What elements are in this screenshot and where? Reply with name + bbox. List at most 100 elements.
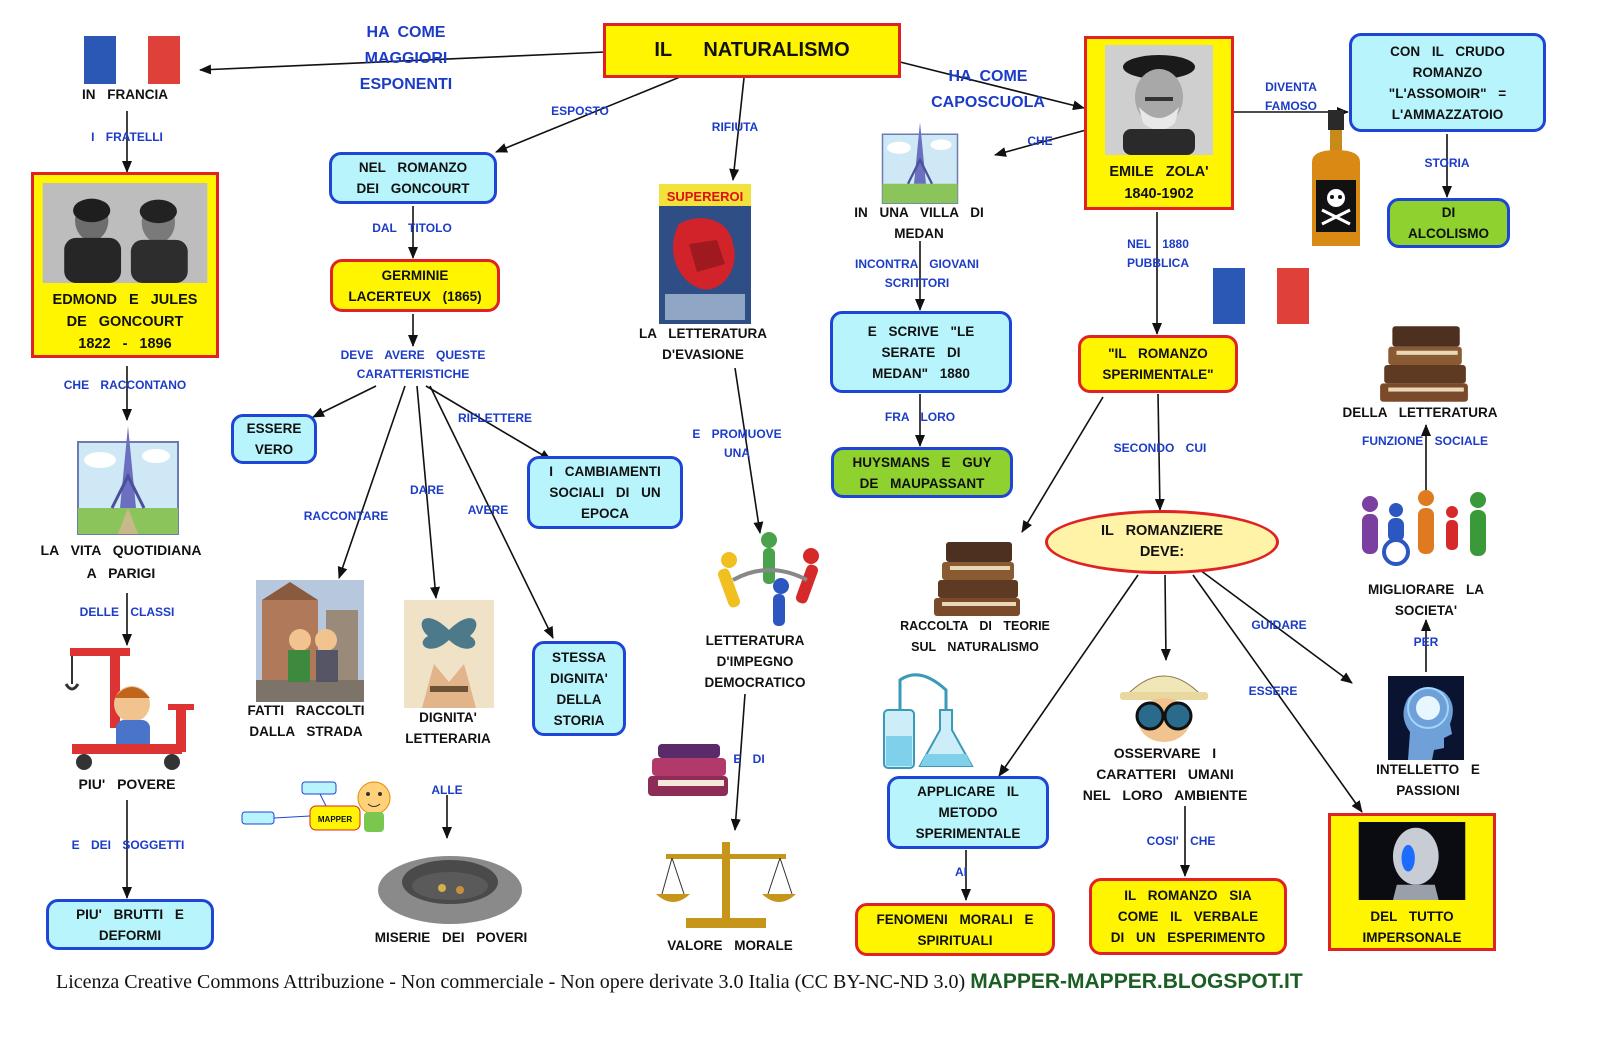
- eiffel-tower-picture-left: [77, 426, 179, 535]
- link-label-deve-avere: DEVE AVERE QUESTE CARATTERISTICHE: [340, 348, 486, 381]
- link-label-dal-titolo: DAL TITOLO: [372, 221, 452, 235]
- flag-france-right: [1213, 268, 1309, 324]
- link-label-riflettere: RIFLETTERE: [458, 411, 532, 425]
- node-goncourt[interactable]: EDMOND E JULES DE GONCOURT 1822 - 1896: [31, 172, 219, 358]
- link-label-ai: AI: [955, 865, 967, 879]
- society-people-picture: [1362, 490, 1486, 566]
- node-miserie: MISERIE DEI POVERI: [374, 930, 528, 945]
- link-label-e-promuove: E PROMUOVE UNA: [692, 427, 782, 460]
- node-villa-medan: IN UNA VILLA DI MEDAN: [854, 205, 984, 241]
- link-label-funzione-sociale: FUNZIONE SOCIALE: [1361, 434, 1488, 448]
- link-label-esponenti: HA COME MAGGIORI ESPONENTI: [359, 24, 453, 93]
- node-romanzo-verbale[interactable]: IL ROMANZO SIA COME IL VERBALE DI UN ESP…: [1089, 878, 1287, 955]
- node-romanzo-sperimentale[interactable]: "IL ROMANZO SPERIMENTALE": [1078, 335, 1238, 393]
- link-label-raccontare: RACCONTARE: [303, 509, 389, 523]
- romanzo-goncourt-text: NEL ROMANZO DEI GONCOURT: [356, 160, 470, 196]
- fenomeni-text: FENOMENI MORALI E SPIRITUALI: [876, 911, 1034, 948]
- butterfly-hands-picture: [404, 600, 494, 708]
- footer-license: Licenza Creative Commons Attribuzione - …: [56, 971, 966, 993]
- mapper-logo-picture: MAPPER: [241, 781, 391, 832]
- impersonale-text: DEL TUTTO IMPERSONALE: [1362, 909, 1462, 945]
- node-romanzo-goncourt[interactable]: NEL ROMANZO DEI GONCOURT: [329, 152, 497, 204]
- node-stessa-dignita[interactable]: STESSA DIGNITA' DELLA STORIA: [532, 641, 626, 736]
- node-cambiamenti[interactable]: I CAMBIAMENTI SOCIALI DI UN EPOCA: [527, 456, 683, 529]
- comic-title-text: SUPEREROI: [667, 189, 744, 204]
- node-huysmans[interactable]: HUYSMANS E GUY DE MAUPASSANT: [831, 447, 1013, 498]
- people-circle-picture: [717, 532, 819, 626]
- link-label-che-villa: CHE: [1027, 134, 1053, 148]
- node-serate-medan[interactable]: E SCRIVE "LE SERATE DI MEDAN" 1880: [830, 311, 1012, 393]
- link-label-storia: STORIA: [1424, 156, 1470, 170]
- node-vita-parigi: LA VITA QUOTIDIANA A PARIGI: [40, 542, 202, 581]
- link-label-essere: ESSERE: [1248, 684, 1298, 698]
- old-books-picture-left: [934, 542, 1020, 616]
- romanzo-verbale-text: IL ROMANZO SIA COME IL VERBALE DI UN ESP…: [1110, 888, 1266, 945]
- goncourt-portrait-image: [42, 183, 208, 283]
- brutti-deformi-text: PIU' BRUTTI E DEFORMI: [76, 906, 184, 943]
- node-assomoir[interactable]: CON IL CRUDO ROMANZO "L'ASSOMOIR" = L'AM…: [1349, 33, 1546, 132]
- link-label-diventa-famoso: DIVENTA FAMOSO: [1264, 80, 1317, 113]
- flag-france-left: [84, 36, 180, 84]
- link-label-cosi-che: COSI' CHE: [1146, 834, 1216, 848]
- romanzo-sperimentale-text: "IL ROMANZO SPERIMENTALE": [1102, 346, 1214, 382]
- footer: Licenza Creative Commons Attribuzione - …: [56, 970, 1303, 994]
- stessa-dignita-text: STESSA DIGNITA' DELLA STORIA: [550, 649, 608, 728]
- cambiamenti-text: I CAMBIAMENTI SOCIALI DI UN EPOCA: [549, 464, 661, 521]
- robot-head-image: [1358, 822, 1466, 900]
- eiffel-tower-picture-medan: [881, 122, 959, 204]
- brain-head-picture: [1388, 676, 1464, 760]
- node-raccolta-teorie: RACCOLTA DI TEORIE SUL NATURALISMO: [900, 619, 1050, 654]
- link-label-delle-classi: DELLE CLASSI: [79, 605, 175, 619]
- link-label-guidare: GUIDARE: [1251, 618, 1307, 632]
- node-germinie[interactable]: GERMINIE LACERTEUX (1865): [330, 259, 500, 312]
- alcolismo-text: DI ALCOLISMO: [1408, 205, 1489, 241]
- link-label-per: PER: [1413, 635, 1439, 649]
- goncourt-text: EDMOND E JULES DE GONCOURT 1822 - 1896: [52, 292, 198, 352]
- node-brutti-deformi[interactable]: PIU' BRUTTI E DEFORMI: [46, 899, 214, 950]
- lab-glassware-picture: [883, 673, 974, 769]
- title-text: IL NATURALISMO: [654, 39, 850, 61]
- node-valore-morale: VALORE MORALE: [667, 938, 793, 953]
- node-impersonale[interactable]: DEL TUTTO IMPERSONALE: [1328, 813, 1496, 951]
- link-label-dare: DARE: [409, 483, 444, 497]
- explorer-binoculars-picture: [1120, 675, 1208, 742]
- node-intelletto: INTELLETTO E PASSIONI: [1376, 762, 1480, 798]
- node-della-letteratura: DELLA LETTERATURA: [1342, 405, 1498, 420]
- link-label-caposcuola: HA COME CAPOSCUOLA: [931, 68, 1045, 111]
- node-piu-povere: PIU' POVERE: [78, 776, 176, 792]
- node-alcolismo[interactable]: DI ALCOLISMO: [1387, 198, 1510, 248]
- metodo-text: APPLICARE IL METODO SPERIMENTALE: [915, 784, 1021, 841]
- link-label-esposto: ESPOSTO: [551, 104, 609, 118]
- node-migliorare: MIGLIORARE LA SOCIETA': [1368, 582, 1484, 618]
- link-label-i-fratelli: I FRATELLI: [91, 130, 163, 144]
- link-label-avere: AVERE: [467, 503, 509, 517]
- title-node[interactable]: IL NATURALISMO: [603, 23, 901, 78]
- books-picture: [648, 744, 728, 796]
- child-crane-picture: [64, 648, 194, 770]
- empty-hat-picture: [378, 856, 522, 924]
- zola-text: EMILE ZOLA' 1840-1902: [1109, 164, 1209, 202]
- link-label-alle: ALLE: [431, 783, 463, 797]
- huysmans-text: HUYSMANS E GUY DE MAUPASSANT: [852, 454, 992, 491]
- zola-portrait-image: [1105, 45, 1213, 155]
- link-label-fra-loro: FRA LORO: [884, 410, 956, 424]
- node-evasione: LA LETTERATURA D'EVASIONE: [639, 326, 767, 362]
- node-fenomeni[interactable]: FENOMENI MORALI E SPIRITUALI: [855, 903, 1055, 956]
- node-zola[interactable]: EMILE ZOLA' 1840-1902: [1084, 36, 1234, 210]
- node-in-francia: IN FRANCIA: [82, 87, 168, 102]
- node-essere-vero[interactable]: ESSERE VERO: [231, 414, 317, 464]
- node-fatti-strada: FATTI RACCOLTI DALLA STRADA: [247, 703, 365, 739]
- node-osservare: OSSERVARE I CARATTERI UMANI NEL LORO AMB…: [1082, 745, 1248, 803]
- street-scene-picture: [256, 580, 364, 702]
- footer-site-link[interactable]: MAPPER-MAPPER.BLOGSPOT.IT: [970, 970, 1303, 993]
- link-label-incontra-giovani: INCONTRA GIOVANI SCRITTORI: [855, 257, 979, 290]
- germinie-text: GERMINIE LACERTEUX (1865): [348, 267, 482, 304]
- mapper-badge-text: MAPPER: [318, 815, 352, 824]
- node-metodo[interactable]: APPLICARE IL METODO SPERIMENTALE: [887, 776, 1049, 849]
- node-romanziere[interactable]: IL ROMANZIERE DEVE:: [1045, 510, 1279, 574]
- poison-bottle-picture: [1312, 110, 1360, 246]
- link-label-nel-1880: NEL 1880 PUBBLICA: [1127, 237, 1189, 270]
- essere-vero-text: ESSERE VERO: [246, 421, 302, 457]
- node-dignita: DIGNITA' LETTERARIA: [405, 710, 491, 746]
